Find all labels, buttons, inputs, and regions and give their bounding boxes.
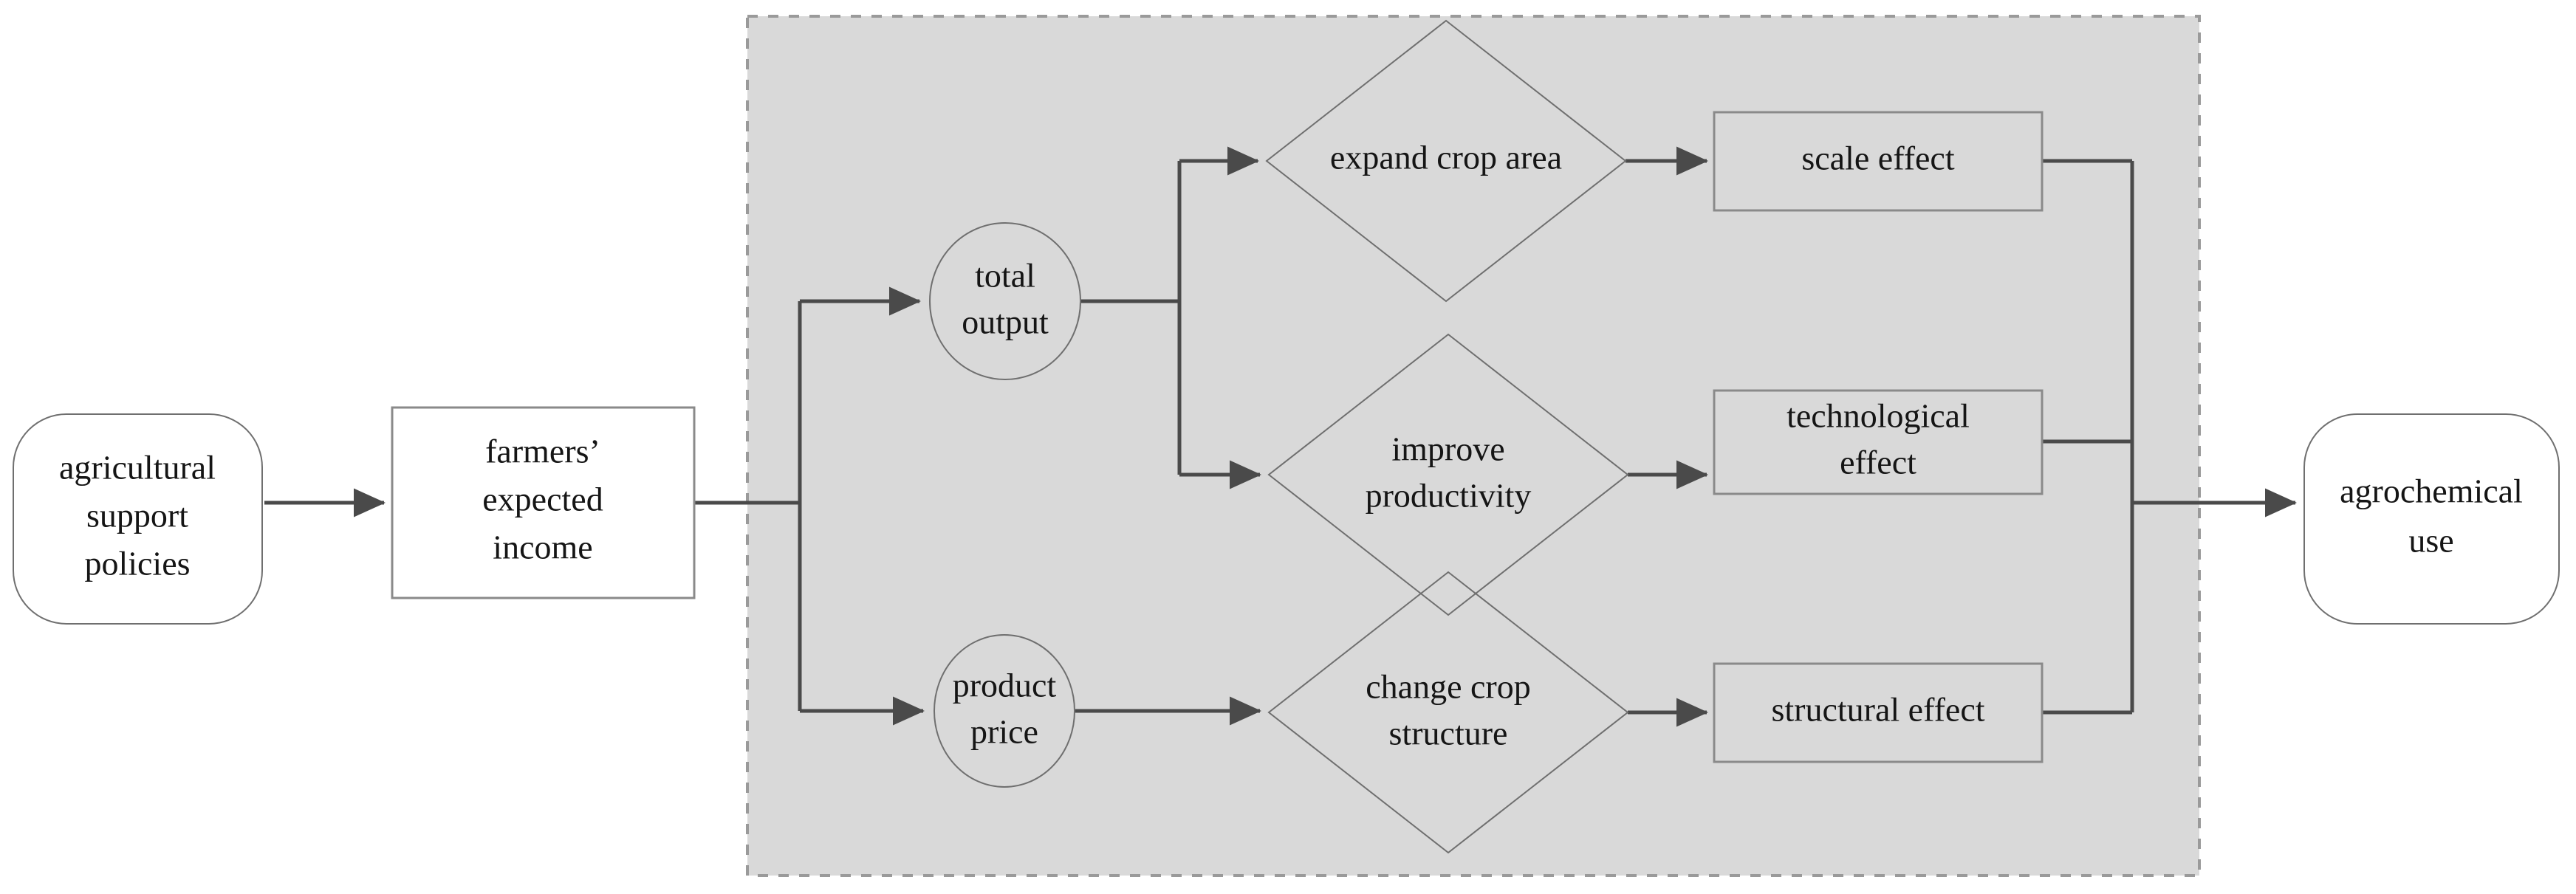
product-price-shape[interactable]	[934, 634, 1075, 788]
expand-crop-area-label: expand crop area	[1330, 139, 1562, 176]
node-technological-effect[interactable]: technological effect	[1713, 389, 2044, 495]
node-product-price[interactable]: product price	[934, 634, 1075, 788]
agrochemical-use-label-line-2: use	[2408, 522, 2453, 560]
node-agrochemical-use[interactable]: agrochemical use	[2303, 413, 2560, 625]
mediation-region	[746, 15, 2201, 877]
agrochemical-use-label-line-1: agrochemical	[2340, 472, 2523, 510]
agricultural-support-policies-label-line-3: policies	[84, 545, 190, 582]
agrochemical-use-shape[interactable]	[2303, 413, 2560, 625]
farmers-expected-income-shape[interactable]	[391, 406, 696, 599]
agricultural-support-policies-label-line-1: agricultural	[59, 449, 216, 486]
farmers-expected-income-label-line-2: expected	[482, 481, 603, 518]
node-total-output[interactable]: total output	[929, 222, 1081, 380]
node-structural-effect[interactable]: structural effect	[1713, 662, 2044, 763]
node-change-crop-structure[interactable]: change crop structure	[1267, 571, 1629, 854]
technological-effect-shape[interactable]	[1713, 389, 2044, 495]
change-crop-structure-shape[interactable]	[1267, 571, 1629, 854]
product-price-label-line-1: product	[953, 667, 1057, 704]
change-crop-structure-label-line-1: change crop	[1366, 668, 1531, 706]
farmers-expected-income-label-line-1: farmers’	[485, 433, 600, 470]
change-crop-structure-label-line-2: structure	[1389, 715, 1508, 752]
total-output-shape[interactable]	[929, 222, 1081, 380]
total-output-label-line-2: output	[962, 303, 1049, 341]
node-farmers-expected-income[interactable]: farmers’ expected income	[391, 406, 696, 599]
improve-productivity-label-line-1: improve	[1391, 430, 1504, 468]
expand-crop-area-shape[interactable]	[1265, 19, 1627, 303]
node-scale-effect[interactable]: scale effect	[1713, 111, 2044, 212]
node-improve-productivity[interactable]: improve productivity	[1267, 333, 1629, 616]
improve-productivity-shape[interactable]	[1267, 333, 1629, 616]
node-expand-crop-area[interactable]: expand crop area	[1265, 19, 1627, 303]
technological-effect-label-line-2: effect	[1840, 444, 1916, 481]
technological-effect-label-line-1: technological	[1787, 397, 1970, 435]
total-output-label-line-1: total	[975, 257, 1035, 295]
node-agricultural-support-policies[interactable]: agricultural support policies	[13, 413, 263, 625]
improve-productivity-label-line-2: productivity	[1366, 477, 1532, 515]
edges-layer	[264, 146, 2298, 727]
structural-effect-shape[interactable]	[1713, 662, 2044, 763]
farmers-expected-income-label-line-3: income	[493, 529, 592, 566]
agricultural-support-policies-label-line-2: support	[86, 497, 188, 534]
product-price-label-line-2: price	[970, 713, 1038, 751]
scale-effect-shape[interactable]	[1713, 111, 2044, 212]
scale-effect-label: scale effect	[1801, 140, 1954, 177]
agricultural-support-policies-shape[interactable]	[13, 413, 263, 625]
structural-effect-label: structural effect	[1771, 691, 1984, 729]
